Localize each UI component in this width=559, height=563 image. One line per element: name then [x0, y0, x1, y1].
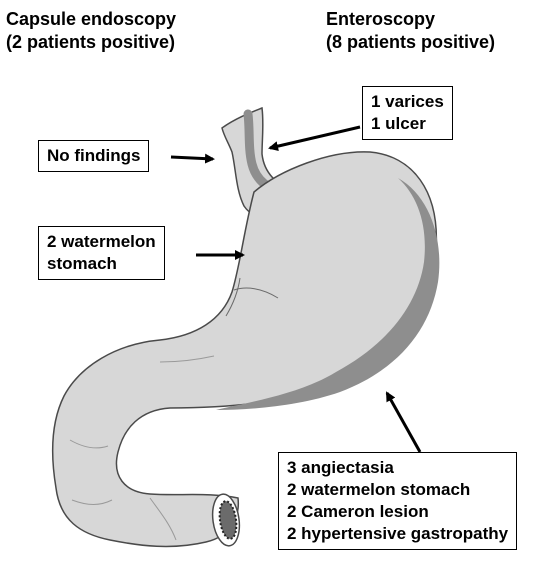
callout-line: 2 watermelon: [47, 231, 156, 253]
no-findings-callout: No findings: [38, 140, 149, 172]
capsule-heading-line-2: (2 patients positive): [6, 31, 176, 54]
callout-line: 1 varices: [371, 91, 444, 113]
enteroscopy-heading: Enteroscopy (8 patients positive): [326, 8, 495, 54]
callout-line: 2 hypertensive gastropathy: [287, 523, 508, 545]
enteroscopy-heading-line-1: Enteroscopy: [326, 8, 495, 31]
callout-line: 2 Cameron lesion: [287, 501, 508, 523]
no-findings-arrow: [171, 157, 213, 159]
esophagus-findings-callout: 1 varices 1 ulcer: [362, 86, 453, 140]
callout-line: No findings: [47, 145, 140, 167]
stomach-findings-arrow: [387, 393, 420, 452]
esophagus-findings-arrow: [270, 127, 360, 148]
callout-line: stomach: [47, 253, 156, 275]
enteroscopy-heading-line-2: (8 patients positive): [326, 31, 495, 54]
capsule-heading-line-1: Capsule endoscopy: [6, 8, 176, 31]
stomach-findings-callout: 3 angiectasia 2 watermelon stomach 2 Cam…: [278, 452, 517, 550]
callout-line: 3 angiectasia: [287, 457, 508, 479]
callout-line: 1 ulcer: [371, 113, 444, 135]
capsule-watermelon-callout: 2 watermelon stomach: [38, 226, 165, 280]
capsule-endoscopy-heading: Capsule endoscopy (2 patients positive): [6, 8, 176, 54]
callout-line: 2 watermelon stomach: [287, 479, 508, 501]
